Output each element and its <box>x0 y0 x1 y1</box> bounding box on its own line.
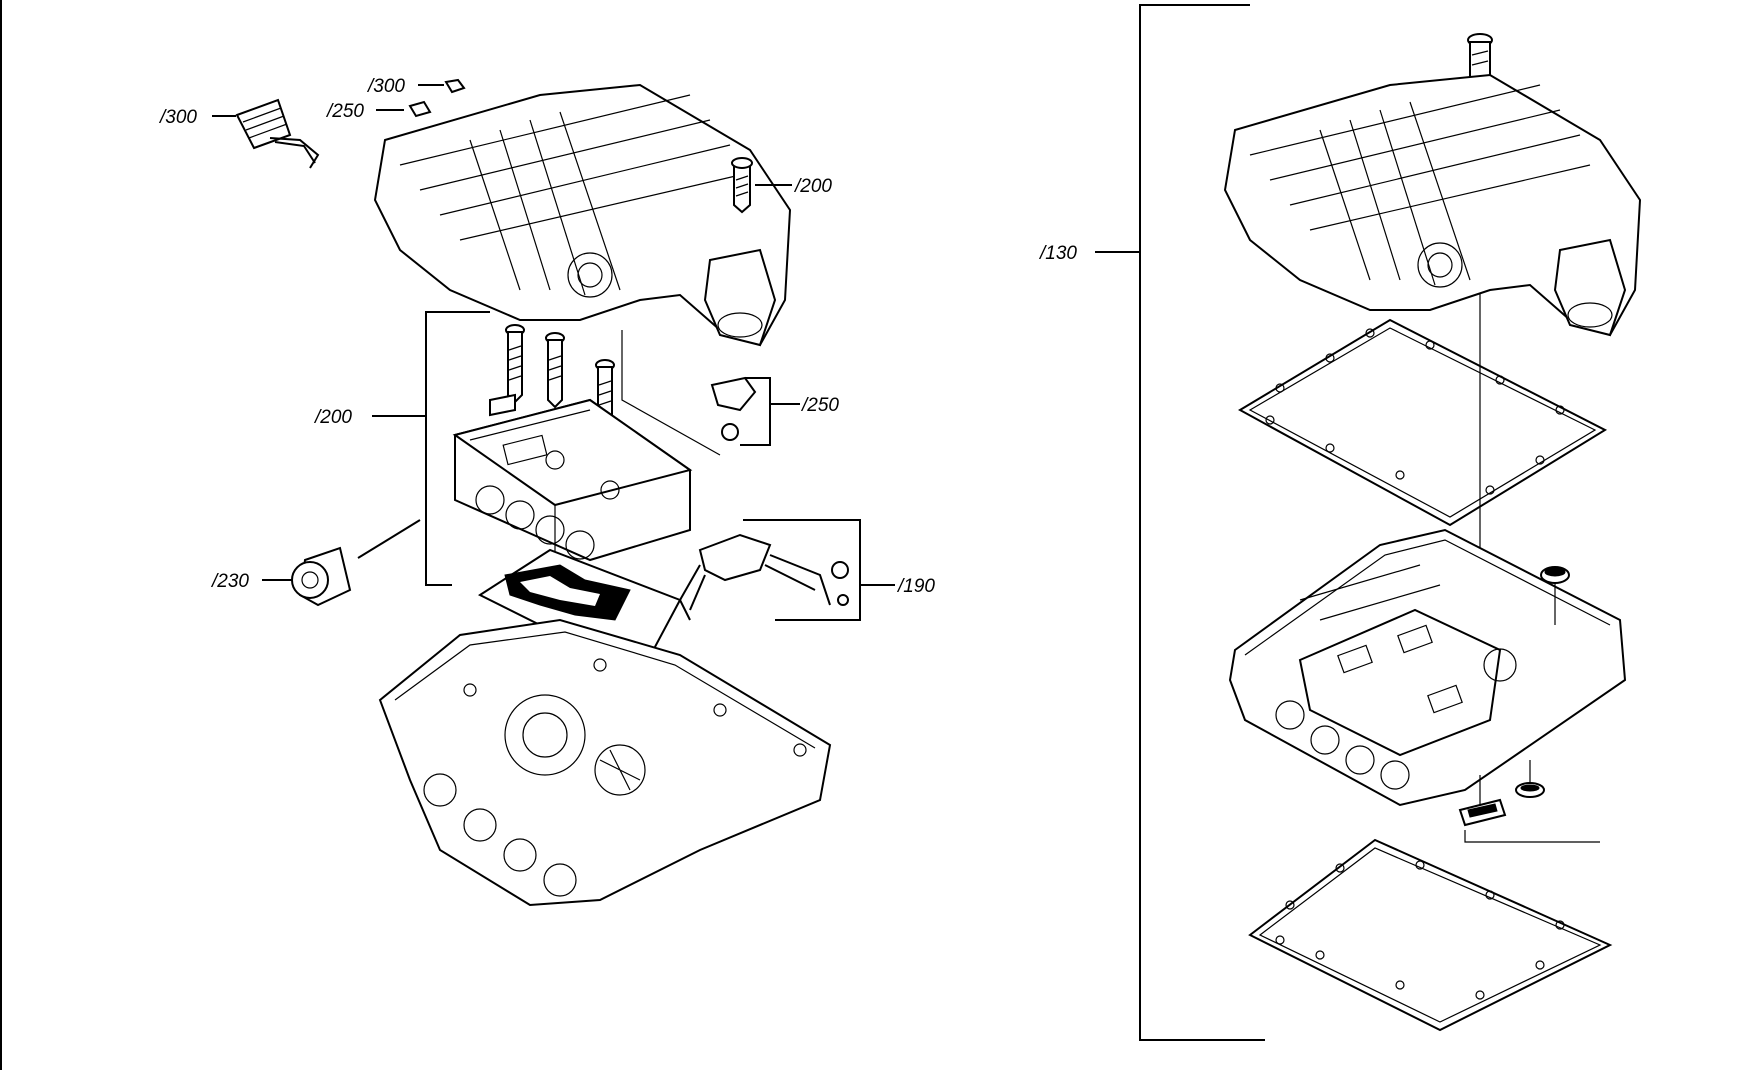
bolt-130-top <box>1467 33 1493 86</box>
seal-300-small <box>444 78 466 94</box>
callout-200-module: /200 <box>313 407 352 428</box>
bolt-200-upper <box>731 157 753 214</box>
lower-gasket <box>1248 838 1613 1032</box>
bolts-200-middle <box>505 324 615 424</box>
upper-valve-housing-right <box>1223 73 1642 337</box>
callout-200-bolt: /200 <box>793 176 832 197</box>
valve-body-assembly <box>1228 528 1627 807</box>
upper-valve-housing-left <box>373 83 792 347</box>
callout-300-cable: /300 <box>158 107 197 128</box>
seal-right-top <box>1540 566 1570 625</box>
cable-300 <box>235 98 320 169</box>
lower-transmission-case <box>378 618 832 907</box>
actuator-230 <box>291 546 352 607</box>
callout-250-clip: /250 <box>800 395 839 416</box>
seal-right-bottom-b <box>1458 775 1600 843</box>
callout-230-actuator: /230 <box>210 571 249 592</box>
bracket-200 <box>425 311 490 586</box>
upper-gasket <box>1237 318 1608 527</box>
seal-250-small <box>408 100 432 118</box>
seal-right-bottom-a <box>1515 760 1545 798</box>
callout-190-harness: /190 <box>896 576 935 597</box>
clip-250 <box>710 376 771 446</box>
wiring-harness-190 <box>678 519 861 621</box>
callout-250-seal: /250 <box>325 101 364 122</box>
callout-300-seal: /300 <box>366 76 405 97</box>
callout-130-assembly: /130 <box>1038 243 1077 264</box>
control-module <box>452 393 693 562</box>
bracket-130 <box>1139 4 1265 1041</box>
